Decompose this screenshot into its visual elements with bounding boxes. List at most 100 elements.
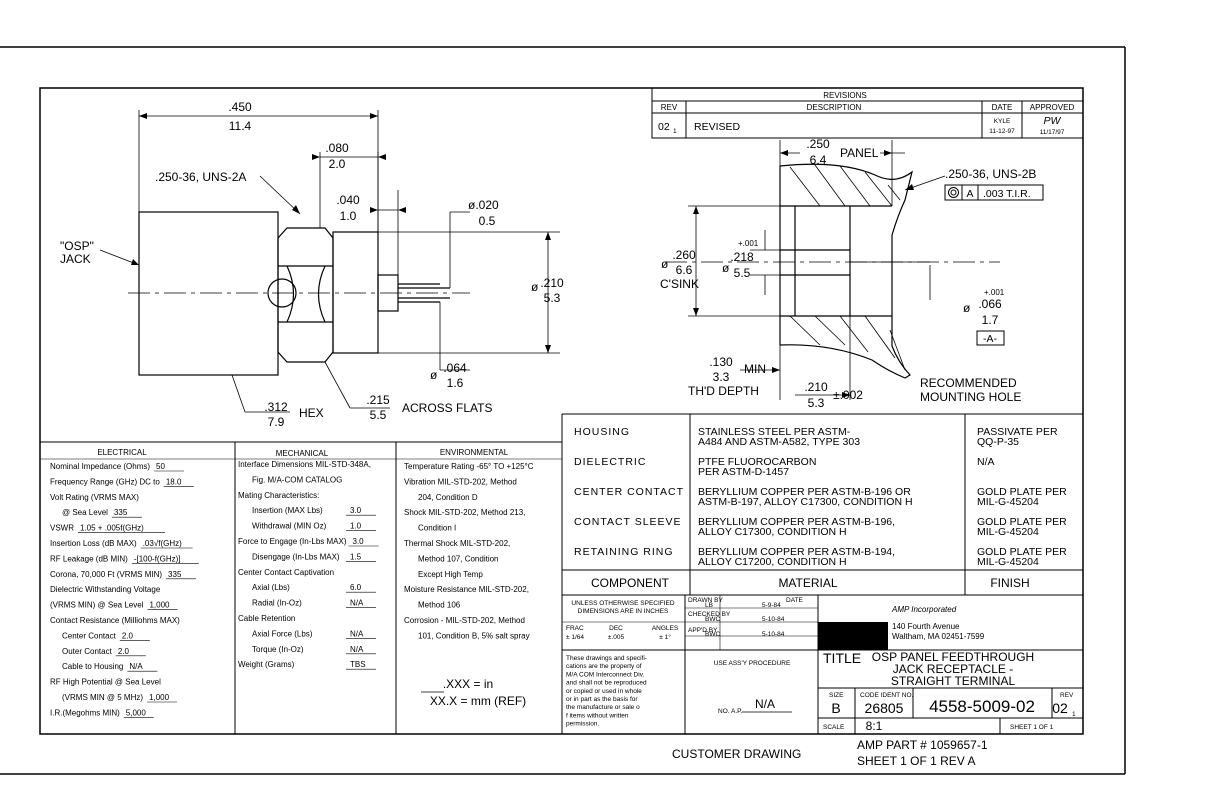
dim-130: .130	[709, 355, 733, 369]
csink-label: C'SINK	[660, 277, 699, 291]
title-label: TITLE	[823, 650, 861, 666]
tolerance-datum: A	[966, 188, 973, 200]
dim-5-3: 5.3	[544, 291, 561, 305]
company-address-1: 140 Fourth Avenue	[892, 622, 960, 631]
mechanical-spec-label: Center Contact Captivation	[238, 568, 334, 577]
electrical-title: ELECTRICAL	[97, 448, 147, 457]
electrical-spec-label: Cable to Housing	[62, 662, 123, 671]
material-spec: A484 AND ASTM-A582, TYPE 303	[698, 436, 860, 448]
property-notice-line: and shall not be reproduced	[566, 680, 647, 687]
dim-2-0: 2.0	[329, 157, 346, 171]
electrical-spec-label: VSWR	[50, 524, 74, 533]
min-label: MIN	[744, 362, 766, 376]
electrical-spec-value: 1,000	[149, 601, 170, 610]
dec-value: ±.005	[608, 634, 625, 641]
section-hatching	[789, 164, 906, 371]
electrical-spec-label: Dielectric Withstanding Voltage	[50, 585, 161, 594]
mechanical-spec-label: Mating Characteristics:	[238, 491, 319, 500]
material-spec: BERYLLIUM COPPER PER ASTM-B-196 OR	[698, 486, 911, 498]
mechanical-title: MECHANICAL	[276, 449, 329, 458]
rev-value: 02	[658, 121, 670, 133]
dim-3-3: 3.3	[713, 370, 730, 384]
dim-11-4: 11.4	[229, 119, 252, 133]
dim-5-5: 5.5	[370, 408, 387, 422]
date-label: DATE	[786, 597, 804, 604]
spec-tables-grid	[40, 414, 563, 734]
material-spec: ALLOY C17300, CONDITION H	[698, 526, 847, 538]
approved-signature: PW	[1044, 115, 1062, 127]
environmental-spec-line: Shock MIL-STD-202, Method 213,	[404, 508, 525, 517]
dim-210-b: .210	[804, 380, 828, 394]
material-header: MATERIAL	[778, 576, 837, 590]
environmental-spec-line: Method 107, Condition	[418, 554, 499, 563]
tolerance-value: .003 T.I.R.	[983, 188, 1031, 200]
mechanical-spec-label: Force to Engage (In-Lbs MAX)	[238, 537, 347, 546]
dim-066: .066	[978, 297, 1002, 311]
environmental-spec-line: 101, Condition B, 5% salt spray	[418, 631, 530, 640]
sheet-label: SHEET 1 OF 1	[1010, 724, 1054, 731]
checked-by-name: BWC	[705, 616, 720, 623]
mechanical-spec-value: 3.0	[353, 537, 365, 546]
dia-064-symbol: ø	[430, 368, 438, 382]
material-spec: STAINLESS STEEL PER ASTM-	[698, 426, 851, 438]
date-header: DATE	[992, 103, 1013, 112]
appd-by-name: BWC	[705, 631, 720, 638]
rev-block-sub: 1	[1072, 711, 1076, 718]
dim-218: .218	[730, 250, 754, 264]
finish-spec: QQ-P-35	[977, 436, 1019, 448]
material-spec: PER ASTM-D-1457	[698, 466, 789, 478]
units-mm: XX.X = mm (REF)	[430, 694, 526, 708]
property-notice-line: permission.	[566, 721, 599, 728]
checked-by-label: CHECKED BY	[688, 611, 731, 618]
finish-spec: MIL-G-45204	[977, 556, 1039, 568]
property-notice-line: f items without written	[566, 712, 629, 719]
dim-064: .064	[443, 361, 467, 375]
environmental-spec-line: Temperature Rating -65° TO +125°C	[404, 462, 534, 471]
environmental-spec-line: Corrosion - MIL-STD-202, Method	[404, 616, 525, 625]
code-ident-value: 26805	[865, 700, 904, 716]
electrical-spec-label: Volt Rating (VRMS MAX)	[50, 493, 139, 502]
jack-label: JACK	[60, 252, 91, 266]
property-notice-line: or in part as the basis for	[566, 696, 638, 703]
electrical-spec-label: Outer Contact	[62, 647, 113, 656]
dim-0-5: 0.5	[479, 214, 496, 228]
dim-6-6: 6.6	[676, 263, 693, 277]
appd-by-label: APP'D BY	[688, 627, 718, 634]
rev-sub: 1	[673, 128, 677, 135]
electrical-spec-value: N/A	[129, 662, 143, 671]
electrical-spec-label: I.R.(Megohms MIN)	[50, 708, 120, 717]
environmental-spec-line: Moisture Resistance MIL-STD-202,	[404, 585, 529, 594]
dia-218-symbol: ø	[722, 261, 730, 275]
revisions-table	[651, 87, 1084, 139]
electrical-spec-value: 18.0	[166, 477, 182, 486]
mechanical-spec-label: Disengage (In-Lbs MAX)	[252, 552, 340, 561]
material-spec: PTFE FLUOROCARBON	[698, 456, 816, 468]
title-line-3: STRAIGHT TERMINAL	[891, 674, 1016, 688]
dim-5-5-b: 5.5	[734, 266, 751, 280]
electrical-spec-value: 2.0	[122, 631, 134, 640]
environmental-spec-line: 204, Condition D	[418, 493, 478, 502]
electrical-spec-label: Center Contact	[62, 631, 117, 640]
amp-logo: AMP	[818, 622, 888, 650]
environmental-spec-line: Condition I	[418, 524, 456, 533]
thread-2a-label: .250-36, UNS-2A	[155, 170, 246, 184]
mechanical-spec-label: Weight (Grams)	[238, 660, 295, 669]
dec-label: DEC	[609, 625, 623, 632]
mechanical-spec-value: 6.0	[350, 583, 362, 592]
thread-depth-label: TH'D DEPTH	[688, 384, 759, 398]
material-spec: BERYLLIUM COPPER PER ASTM-B-194,	[698, 546, 895, 558]
environmental-spec-line: Thermal Shock MIL-STD-202,	[404, 539, 510, 548]
recommended-label-2: MOUNTING HOLE	[920, 390, 1021, 404]
mechanical-spec-value: N/A	[350, 629, 364, 638]
mechanical-spec-value: 3.0	[350, 506, 362, 515]
rev-date: 11-12-97	[989, 128, 1015, 135]
datum-a-label: -A-	[983, 333, 998, 345]
environmental-spec-line: Method 106	[418, 601, 461, 610]
dim-1-6: 1.6	[447, 376, 464, 390]
environmental-title: ENVIRONMENTAL	[440, 448, 509, 457]
angles-value: ± 1°	[659, 633, 671, 641]
component-name: CENTER CONTACT	[574, 486, 684, 498]
dim-6-4: 6.4	[810, 153, 827, 167]
materials-grid	[562, 413, 1083, 596]
finish-spec: GOLD PLATE PER	[977, 516, 1067, 528]
